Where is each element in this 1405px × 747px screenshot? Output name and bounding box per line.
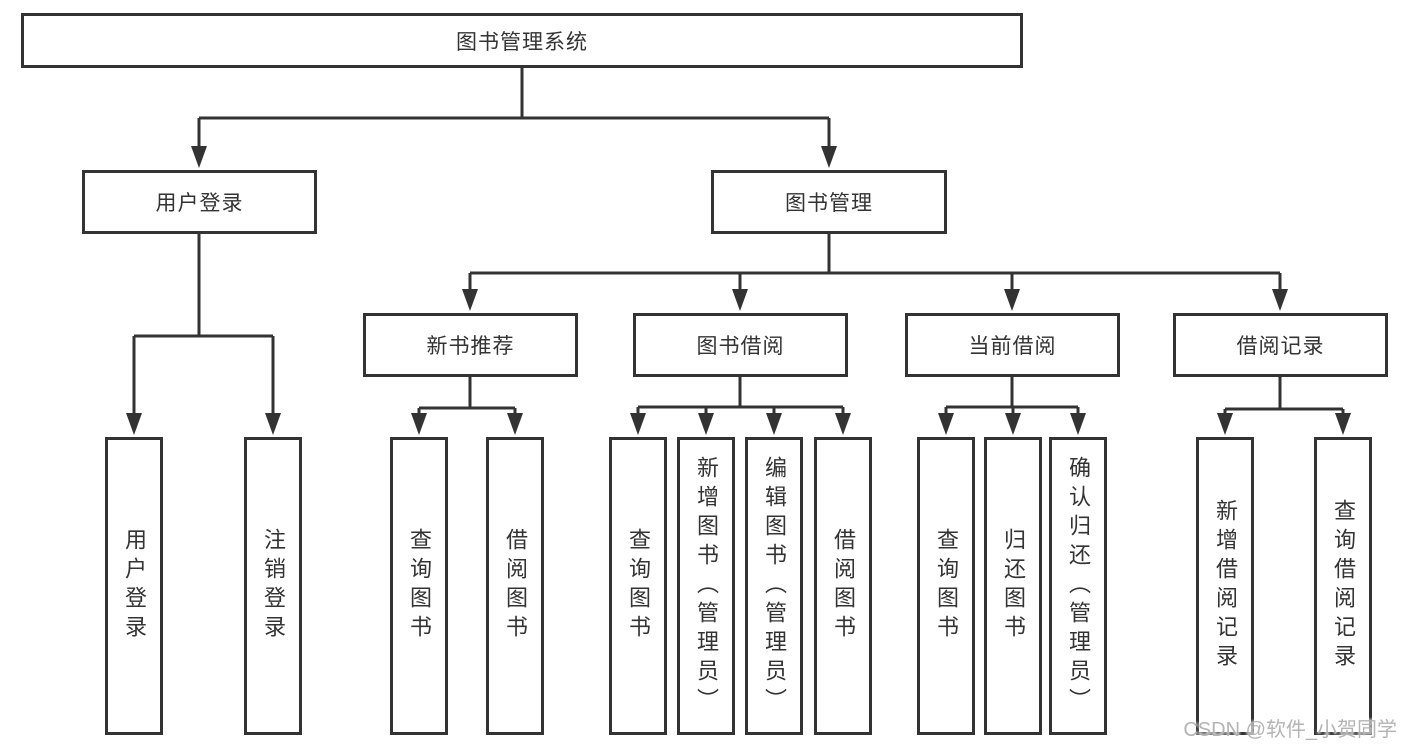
leaf-logout: 注销登录 [244, 437, 302, 735]
leaf-borrow-book-b: 借阅图书 [814, 437, 872, 735]
node-root-label: 图书管理系统 [456, 30, 588, 54]
leaf-return-book-label: 归还图书 [1001, 528, 1026, 644]
node-borrow-records: 借阅记录 [1173, 313, 1388, 377]
node-current-borrow: 当前借阅 [905, 313, 1120, 377]
leaf-edit-book-label: 编辑图书（管理员） [762, 455, 787, 717]
node-book-management: 图书管理 [711, 170, 947, 234]
node-root: 图书管理系统 [21, 13, 1023, 68]
leaf-query-book-b: 查询图书 [609, 437, 667, 735]
leaf-borrow-book-b-label: 借阅图书 [831, 528, 856, 644]
node-new-book-recommend-label: 新书推荐 [426, 335, 515, 358]
leaf-query-book-a: 查询图书 [390, 437, 448, 735]
node-current-borrow-label: 当前借阅 [968, 335, 1057, 358]
node-book-borrow: 图书借阅 [633, 313, 848, 377]
leaf-logout-label: 注销登录 [261, 528, 286, 644]
leaf-borrow-book-a-label: 借阅图书 [503, 528, 528, 644]
leaf-borrow-book-a: 借阅图书 [486, 437, 544, 735]
leaf-query-book-c-label: 查询图书 [934, 528, 959, 644]
leaf-confirm-return-label: 确认归还（管理员） [1066, 455, 1091, 717]
node-user-login-label: 用户登录 [155, 192, 244, 215]
leaf-query-borrow-record: 查询借阅记录 [1314, 437, 1372, 735]
leaf-add-borrow-record-label: 新增借阅记录 [1213, 499, 1238, 673]
leaf-query-book-c: 查询图书 [917, 437, 975, 735]
csdn-watermark: CSDN @软件_小贺同学 [1183, 719, 1397, 741]
leaf-query-book-b-label: 查询图书 [626, 528, 651, 644]
node-new-book-recommend: 新书推荐 [363, 313, 578, 377]
leaf-user-login-label: 用户登录 [122, 528, 147, 644]
leaf-add-book-label: 新增图书（管理员） [694, 455, 719, 717]
node-book-borrow-label: 图书借阅 [696, 335, 785, 358]
node-book-management-label: 图书管理 [785, 192, 873, 215]
node-borrow-records-label: 借阅记录 [1236, 335, 1325, 358]
leaf-add-book: 新增图书（管理员） [677, 437, 735, 735]
leaf-edit-book: 编辑图书（管理员） [745, 437, 803, 735]
leaf-return-book: 归还图书 [984, 437, 1042, 735]
node-user-login: 用户登录 [82, 170, 317, 234]
leaf-query-book-a-label: 查询图书 [407, 528, 432, 644]
leaf-query-borrow-record-label: 查询借阅记录 [1331, 499, 1356, 673]
leaf-add-borrow-record: 新增借阅记录 [1196, 437, 1254, 735]
leaf-confirm-return: 确认归还（管理员） [1049, 437, 1107, 735]
leaf-user-login: 用户登录 [105, 437, 163, 735]
